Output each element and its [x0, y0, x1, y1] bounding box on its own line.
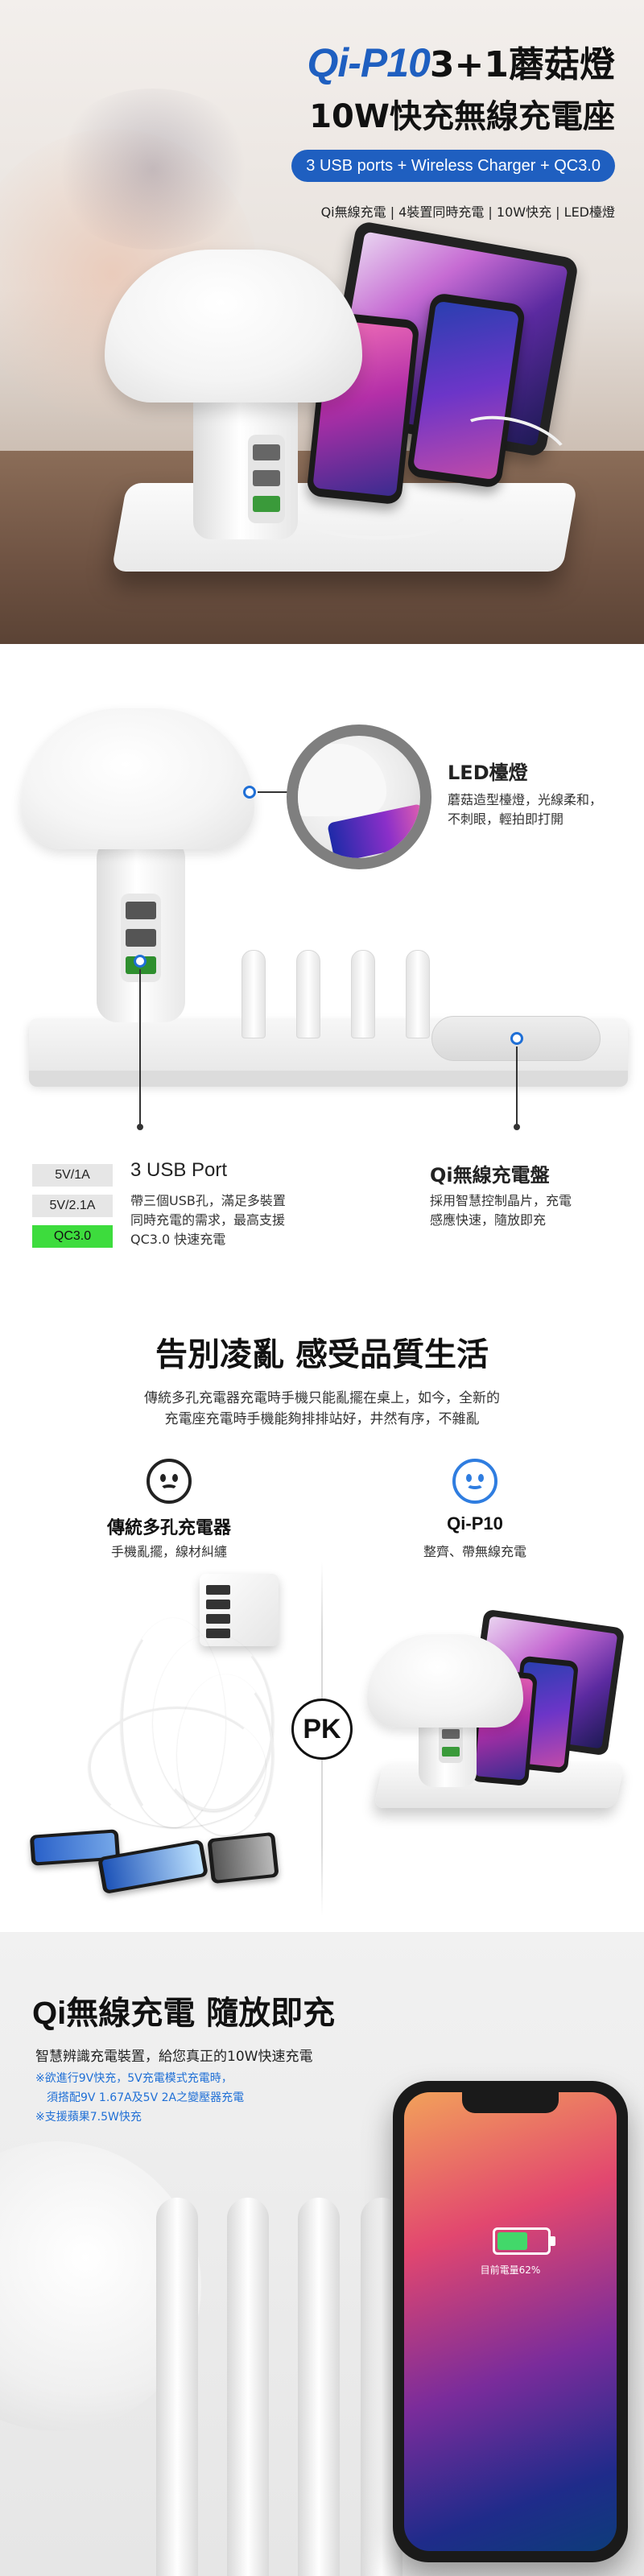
messy-phone-3 [207, 1831, 279, 1885]
wireless-title: Qi無線充電 隨放即充 [32, 1987, 335, 2033]
comparison-subtitle-1: 傳統多孔充電器充電時手機只能亂擺在桌上，如今，全新的 [144, 1390, 500, 1406]
led-callout-title: LED檯燈 [448, 762, 528, 784]
hero-cable-2 [274, 451, 483, 539]
wireless-subtitle: 智慧辨識充電裝置，給您真正的10W快速充電 [35, 2049, 313, 2065]
wireless-slot-1 [156, 2198, 198, 2576]
traditional-charger-sub: 手機亂擺，線材糾纏 [110, 1544, 227, 1559]
spec-5v21a: 5V/2.1A [32, 1195, 113, 1217]
wireless-note-1: ※欲進行9V快充，5V充電模式充電時， [35, 2072, 233, 2085]
hero-mushroom-lamp-cap [105, 250, 362, 402]
usb-lead-line [139, 969, 141, 1127]
hero-usb-block [248, 435, 285, 523]
spec-qc30: QC3.0 [32, 1225, 113, 1248]
sad-face-eye-left [160, 1474, 166, 1482]
comparison-title: 告別凌亂 感受品質生活 [155, 1336, 489, 1373]
wireless-title-rest: 無線充電 隨放即充 [66, 1995, 336, 2032]
qi-p10-compare-title: Qi-P10 [447, 1513, 503, 1534]
hero-feature-pill: 3 USB ports + Wireless Charger + QC3.0 [291, 150, 615, 182]
hero-title-suffix: 3+1蘑菇燈 [429, 44, 615, 85]
usb-callout-text-1: 帶三個USB孔，滿足多裝置 [130, 1193, 286, 1208]
led-marker-dot-icon [243, 786, 256, 799]
led-callout-text-2: 不刺眼，輕拍即打開 [448, 811, 564, 827]
sad-face-mouth [160, 1484, 178, 1494]
hero-feature-list: Qi無線充電 | 4裝置同時充電 | 10W快充 | LED檯燈 [320, 204, 615, 220]
happy-face-mouth [466, 1480, 484, 1489]
qi-callout-text-1: 採用智慧控制晶片，充電 [430, 1193, 572, 1208]
tangled-wire-4 [177, 1674, 274, 1835]
sad-face-icon [147, 1459, 192, 1504]
adapter-port-1 [206, 1585, 230, 1595]
hero-title: Qi-P103+1蘑菇燈 10W快充無線充電座 [307, 35, 615, 137]
led-callout-text-1: 蘑菇造型檯燈，光線柔和， [448, 792, 603, 807]
qi-marker-dot-icon [510, 1032, 523, 1045]
messy-phone-3-screen [211, 1835, 275, 1880]
hero-title-line1: Qi-P103+1蘑菇燈 [307, 35, 615, 87]
happy-face-icon [452, 1459, 497, 1504]
adapter-port-3 [206, 1614, 230, 1624]
battery-status-text: 目前電量62% [480, 2264, 541, 2276]
traditional-charger-title: 傳統多孔充電器 [106, 1518, 231, 1538]
usb-marker-dot-icon [134, 955, 147, 968]
adapter-port-2 [206, 1600, 230, 1609]
tangled-wire-3 [89, 1707, 266, 1827]
pk-badge: PK [291, 1699, 353, 1760]
diagram-dock-base-lip [29, 1071, 628, 1087]
diagram-usb-block [121, 894, 161, 982]
tidy-mushroom-cap [367, 1634, 523, 1728]
diagram-slot-4 [406, 950, 430, 1038]
wireless-slot-2 [227, 2198, 269, 2576]
wireless-phone-screen: 目前電量62% [404, 2092, 617, 2551]
usb-callout-text-3: QC3.0 快速充電 [130, 1232, 226, 1247]
hero-bokeh-secondary [48, 89, 258, 250]
comparison-subtitle-2: 充電座充電時手機能夠排排站好，井然有序，不雜亂 [164, 1411, 480, 1427]
usb-callout-title: 3 USB Port [130, 1159, 228, 1181]
sad-face-eye-right [172, 1474, 178, 1482]
wireless-slot-3 [298, 2198, 340, 2576]
wireless-phone: 目前電量62% [393, 2081, 628, 2562]
qi-lead-line [516, 1046, 518, 1127]
wireless-title-qi: Qi [32, 1996, 67, 2031]
qi-callout-text-2: 感應快速，隨放即充 [430, 1212, 547, 1228]
hero-usb-port-2 [253, 470, 280, 486]
hero-title-line2: 10W快充無線充電座 [309, 98, 615, 135]
hero-usb-port-qc [253, 496, 280, 512]
qi-callout-title: Qi無線充電盤 [430, 1164, 550, 1187]
battery-icon [493, 2227, 555, 2255]
diagram-slot-2 [296, 950, 320, 1038]
qi-lead-end [514, 1124, 520, 1130]
usb-lead-end [137, 1124, 143, 1130]
battery-level-fill [497, 2232, 528, 2250]
diagram-usb-port-1 [126, 902, 156, 919]
diagram-usb-port-2 [126, 929, 156, 947]
wireless-phone-notch [462, 2092, 559, 2113]
led-zoom-circle [287, 724, 431, 869]
spec-5v1a: 5V/1A [32, 1164, 113, 1187]
tidy-usb-port-2 [442, 1729, 460, 1739]
diagram-slot-1 [242, 950, 266, 1038]
happy-face-eye-left [466, 1474, 472, 1482]
led-lead-line [258, 791, 290, 793]
qi-p10-compare-sub: 整齊、帶無線充電 [423, 1544, 526, 1559]
brand-name: Qi-P10 [307, 40, 430, 85]
happy-face-eye-right [478, 1474, 484, 1482]
usb-callout-text-2: 同時充電的需求，最高支援 [130, 1212, 286, 1228]
diagram-mushroom-cap [21, 708, 254, 849]
wireless-note-3: ※支援蘋果7.5W快充 [35, 2111, 142, 2124]
diagram-slot-3 [351, 950, 375, 1038]
zoom-mushroom-cap [298, 744, 386, 816]
tidy-usb-port-qc [442, 1747, 460, 1757]
wireless-note-2: 須搭配9V 1.67A及5V 2A之變壓器充電 [35, 2091, 245, 2104]
hero-usb-port-1 [253, 444, 280, 460]
